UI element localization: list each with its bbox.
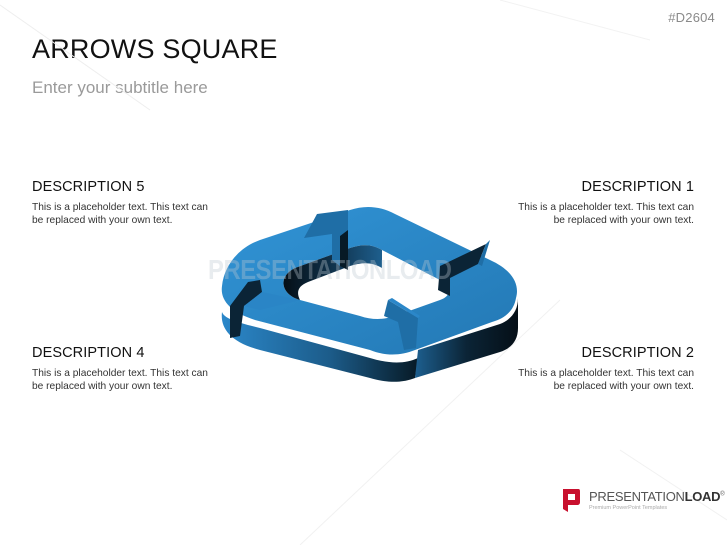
- logo-name-bold: LOAD: [684, 489, 721, 504]
- slide-subtitle: Enter your subtitle here: [32, 78, 208, 97]
- arrow-heads: [230, 210, 490, 350]
- description-1: DESCRIPTION 1 This is a placeholder text…: [484, 179, 694, 227]
- description-5-heading: DESCRIPTION 5: [32, 179, 145, 195]
- description-2-heading: DESCRIPTION 2: [581, 345, 694, 361]
- description-4: DESCRIPTION 4 This is a placeholder text…: [32, 345, 242, 393]
- logo-p-icon: [563, 489, 580, 512]
- logo-name-light: PRESENTATION: [589, 489, 685, 504]
- slide-title: ARROWS SQUARE: [32, 34, 278, 64]
- arrow-head-top: [304, 210, 348, 266]
- description-4-heading: DESCRIPTION 4: [32, 345, 145, 361]
- logo-tagline: Premium PowerPoint Templates: [589, 505, 668, 511]
- description-2: DESCRIPTION 2 This is a placeholder text…: [484, 345, 694, 393]
- arrow-head-bottom: [384, 300, 418, 350]
- arrow-head-right: [438, 244, 486, 296]
- description-1-heading: DESCRIPTION 1: [581, 179, 694, 195]
- description-2-text: This is a placeholder text. This text ca…: [518, 368, 694, 392]
- inner-wall: [283, 245, 382, 300]
- right-side-wall: [415, 298, 518, 378]
- side-walls: [221, 298, 518, 382]
- logo-name: PRESENTATIONLOAD®: [589, 489, 725, 504]
- arrow-head-top-dark: [340, 230, 348, 270]
- bottom-side-wall: [221, 312, 418, 382]
- presentationload-logo: PRESENTATIONLOAD® Premium PowerPoint Tem…: [562, 487, 725, 513]
- slide-code: #D2604: [668, 10, 715, 25]
- arrows-square-diagram: [221, 206, 518, 382]
- description-4-text: This is a placeholder text. This text ca…: [32, 368, 208, 392]
- description-1-text: This is a placeholder text. This text ca…: [518, 202, 694, 226]
- watermark: PRESENTATIONLOAD: [208, 254, 452, 285]
- arrow-head-left-face: [244, 292, 300, 310]
- description-5-text: This is a placeholder text. This text ca…: [32, 202, 208, 226]
- arrow-head-left: [230, 280, 262, 338]
- ring-top-face: [221, 206, 517, 355]
- arrow-head-right-face: [478, 240, 490, 266]
- arrow-head-bottom-inner: [388, 298, 420, 318]
- description-5: DESCRIPTION 5 This is a placeholder text…: [32, 179, 242, 227]
- logo-registered: ®: [720, 491, 725, 498]
